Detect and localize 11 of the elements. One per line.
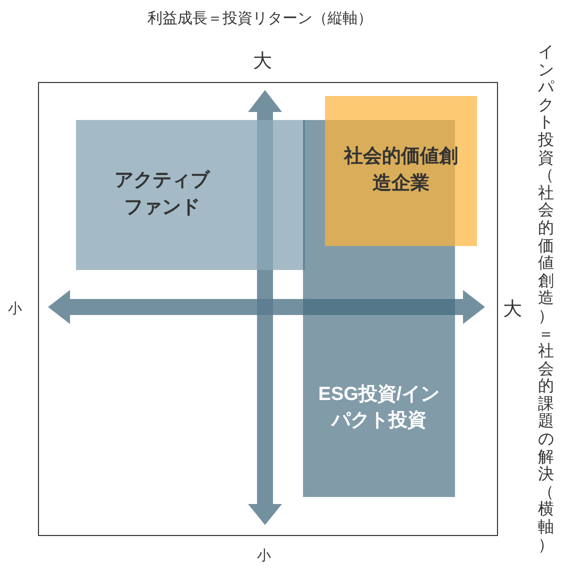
axis-end-label: 小 — [8, 299, 22, 318]
box-label: ESG投資/インパクト投資 — [317, 382, 441, 434]
axis-end-label: 大 — [253, 50, 272, 74]
box-label: 社会的価値創造企業 — [342, 144, 459, 196]
axis-title: 利益成長＝投資リターン（縦軸） — [146, 9, 374, 29]
axis-end-label: 小 — [257, 546, 271, 565]
axis-end-label: 大 — [503, 298, 522, 322]
axis-title: インパクト投資（社会的価値創造）＝社会的課題の解決（横軸） — [538, 44, 554, 554]
quadrant-box — [325, 96, 477, 246]
quadrant-box — [76, 120, 305, 270]
box-label: アクティブファンド — [114, 168, 212, 220]
